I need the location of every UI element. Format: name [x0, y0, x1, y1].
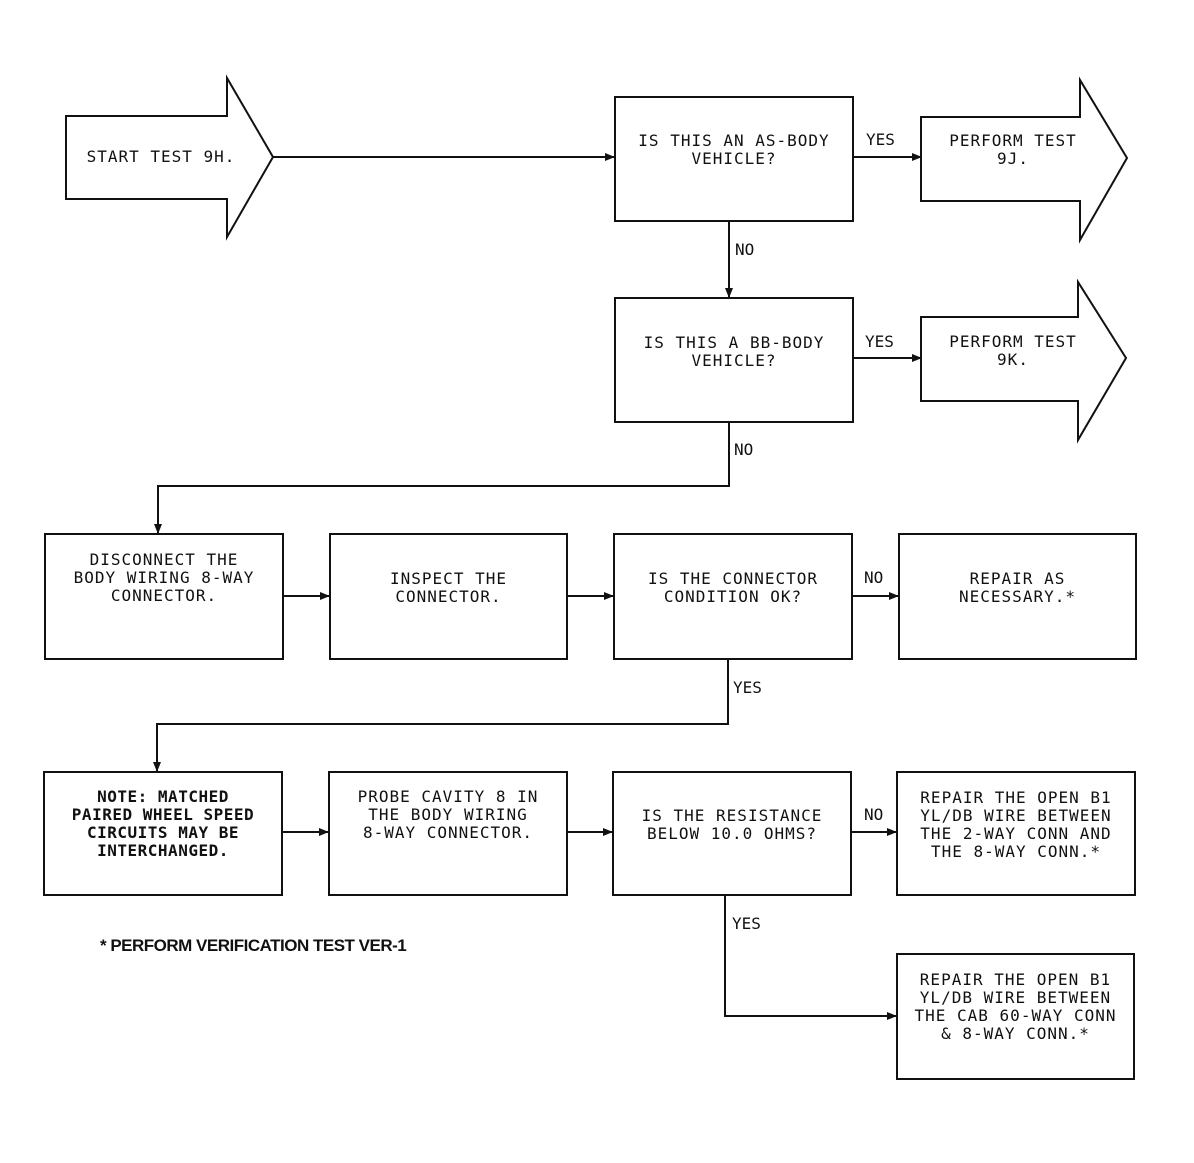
perform-9j-arrow-shape	[920, 76, 1129, 244]
question-connector-text: IS THE CONNECTOR CONDITION OK?	[647, 569, 819, 606]
disconnect-connector-text: DISCONNECT THE BODY WIRING 8-WAY CONNECT…	[73, 550, 255, 605]
question-resistance-box: IS THE RESISTANCE BELOW 10.0 OHMS?	[612, 771, 852, 896]
disconnect-connector-box: DISCONNECT THE BODY WIRING 8-WAY CONNECT…	[44, 533, 284, 660]
repair-open-2way-box: REPAIR THE OPEN B1 YL/DB WIRE BETWEEN TH…	[896, 771, 1136, 896]
question-as-body-box: IS THIS AN AS-BODY VEHICLE?	[614, 96, 854, 222]
footnote-verification: * PERFORM VERIFICATION TEST VER-1	[100, 936, 407, 955]
question-bb-body-box: IS THIS A BB-BODY VEHICLE?	[614, 297, 854, 423]
line-resistance-yes	[724, 896, 897, 1020]
perform-test-9k-label: PERFORM TEST 9K.	[949, 332, 1077, 369]
label-yes-resistance: YES	[732, 914, 761, 933]
probe-cavity-box: PROBE CAVITY 8 IN THE BODY WIRING 8-WAY …	[328, 771, 568, 896]
repair-open-cab-box: REPAIR THE OPEN B1 YL/DB WIRE BETWEEN TH…	[896, 953, 1135, 1080]
label-yes-connector: YES	[733, 678, 762, 697]
start-arrow-shape	[65, 74, 275, 241]
repair-as-necessary-box: REPAIR AS NECESSARY.*	[898, 533, 1137, 660]
perform-test-9j-label: PERFORM TEST 9J.	[949, 131, 1077, 168]
perform-9k-arrow-shape	[920, 278, 1128, 444]
question-bb-body-text: IS THIS A BB-BODY VEHICLE?	[643, 333, 825, 370]
label-yes-bb-body: YES	[865, 332, 894, 351]
repair-open-2way-text: REPAIR THE OPEN B1 YL/DB WIRE BETWEEN TH…	[920, 788, 1112, 861]
question-connector-box: IS THE CONNECTOR CONDITION OK?	[613, 533, 853, 660]
label-yes-as-body: YES	[866, 130, 895, 149]
question-as-body-text: IS THIS AN AS-BODY VEHICLE?	[638, 131, 830, 168]
line-connector-yes	[153, 660, 729, 772]
note-box: NOTE: MATCHED PAIRED WHEEL SPEED CIRCUIT…	[43, 771, 283, 896]
note-text: NOTE: MATCHED PAIRED WHEEL SPEED CIRCUIT…	[71, 787, 255, 860]
label-no-as-body: NO	[735, 240, 755, 259]
question-resistance-text: IS THE RESISTANCE BELOW 10.0 OHMS?	[641, 806, 823, 843]
inspect-connector-box: INSPECT THE CONNECTOR.	[329, 533, 568, 660]
line-bb-no	[154, 423, 730, 534]
label-no-bb-body: NO	[734, 440, 754, 459]
inspect-connector-text: INSPECT THE CONNECTOR.	[390, 569, 507, 606]
label-no-resistance: NO	[864, 805, 884, 824]
probe-cavity-text: PROBE CAVITY 8 IN THE BODY WIRING 8-WAY …	[357, 787, 539, 842]
repair-open-cab-text: REPAIR THE OPEN B1 YL/DB WIRE BETWEEN TH…	[914, 970, 1117, 1043]
repair-as-necessary-text: REPAIR AS NECESSARY.*	[959, 569, 1076, 606]
start-test-label: START TEST 9H.	[86, 147, 236, 166]
label-no-connector: NO	[864, 568, 884, 587]
